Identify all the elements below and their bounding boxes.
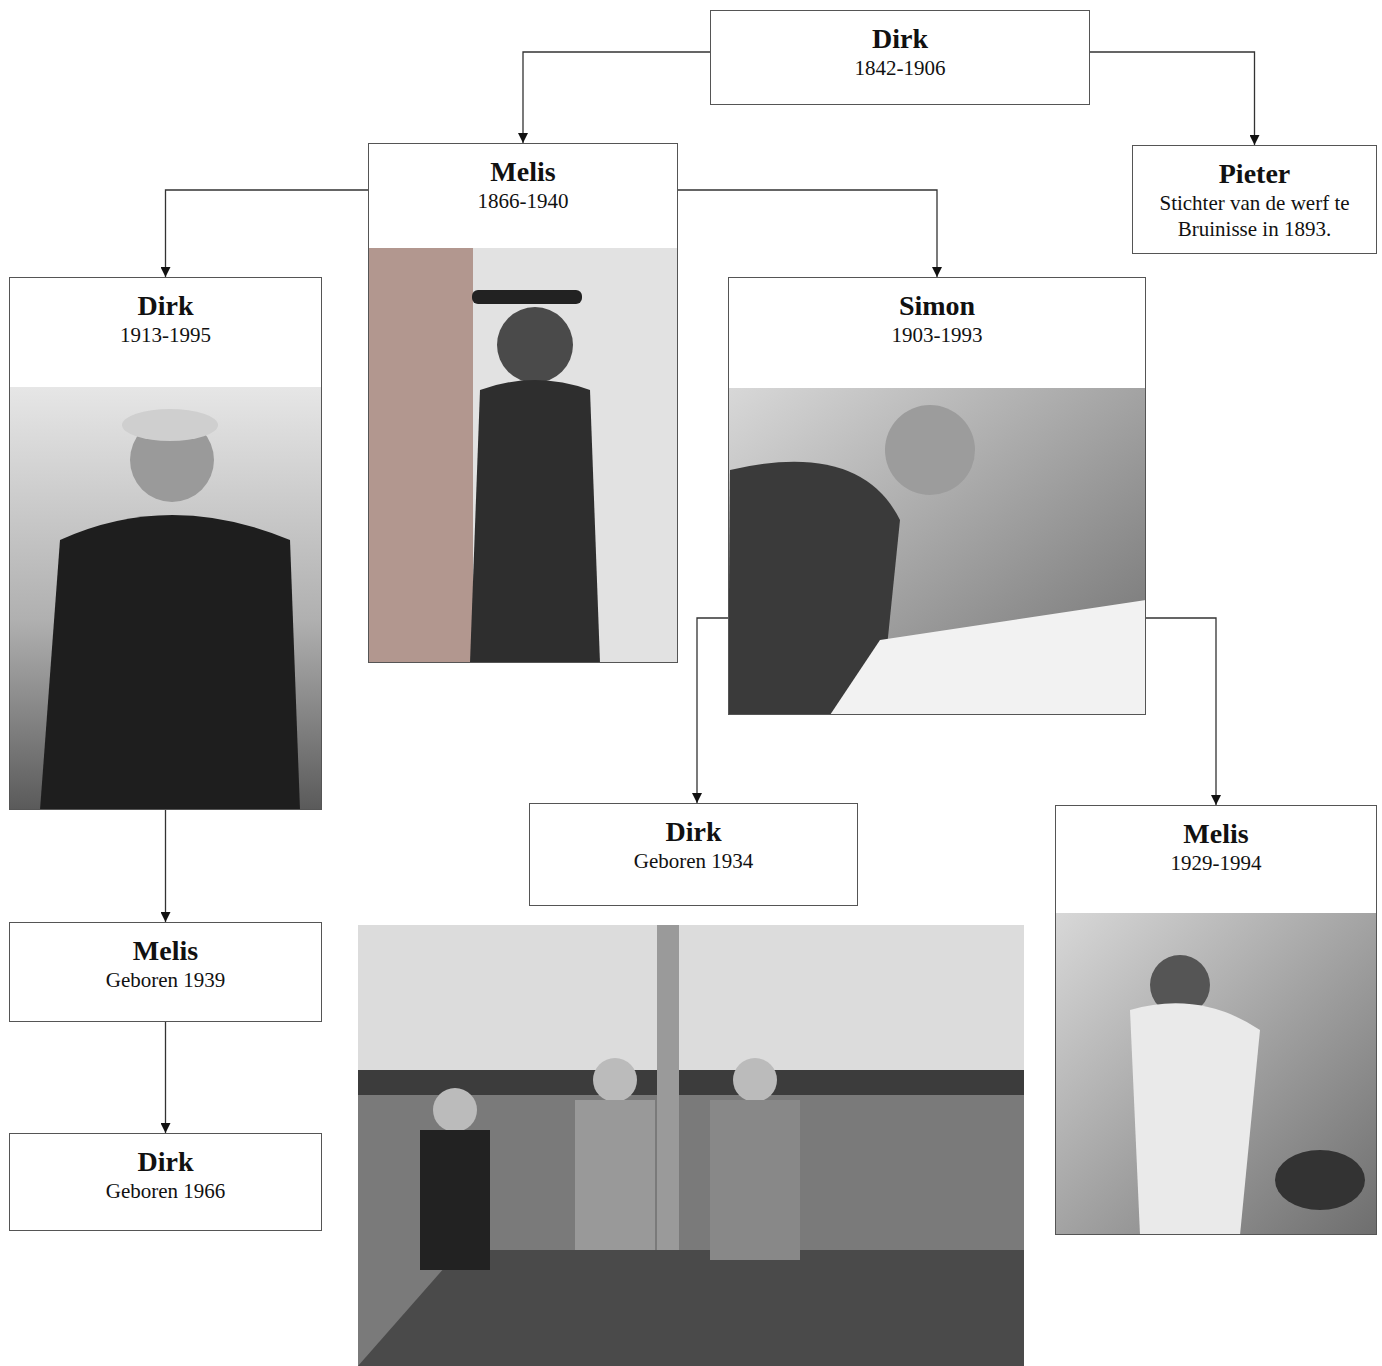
person-dates: 1913-1995 <box>10 322 321 348</box>
person-name: Pieter <box>1133 158 1376 190</box>
family-arrow <box>1090 52 1255 145</box>
person-dates: 1866-1940 <box>369 188 677 214</box>
person-name: Simon <box>729 290 1145 322</box>
person-box: DirkGeboren 1966 <box>9 1133 322 1231</box>
person-name: Melis <box>10 935 321 967</box>
photo <box>358 925 1024 1366</box>
person-name: Melis <box>369 156 677 188</box>
person-dates: 1903-1993 <box>729 322 1145 348</box>
person-box: PieterStichter van de werf te Bruinisse … <box>1132 145 1377 254</box>
family-arrow <box>678 190 937 277</box>
person-box: Dirk1913-1995 <box>9 277 322 810</box>
person-box: DirkGeboren 1934 <box>529 803 858 906</box>
family-arrow <box>523 52 710 143</box>
family-arrow <box>166 190 369 277</box>
family-arrow <box>165 1022 166 1133</box>
person-name: Melis <box>1056 818 1376 850</box>
person-box: Melis1866-1940 <box>368 143 678 663</box>
family-arrow <box>697 618 728 803</box>
person-dates: Geboren 1939 <box>10 967 321 993</box>
person-name: Dirk <box>711 23 1089 55</box>
person-box: Simon1903-1993 <box>728 277 1146 715</box>
person-box: Dirk1842-1906 <box>710 10 1090 105</box>
photo <box>1055 913 1377 1235</box>
person-name: Dirk <box>10 1146 321 1178</box>
person-dates: 1929-1994 <box>1056 850 1376 876</box>
photo <box>9 387 322 810</box>
person-name: Dirk <box>10 290 321 322</box>
photo <box>368 248 678 663</box>
person-box: MelisGeboren 1939 <box>9 922 322 1022</box>
person-name: Dirk <box>530 816 857 848</box>
person-dates: 1842-1906 <box>711 55 1089 81</box>
family-arrow <box>1146 618 1216 805</box>
person-dates: Stichter van de werf te Bruinisse in 189… <box>1133 190 1376 242</box>
photo <box>728 388 1146 715</box>
person-dates: Geboren 1966 <box>10 1178 321 1204</box>
person-dates: Geboren 1934 <box>530 848 857 874</box>
person-box: Melis1929-1994 <box>1055 805 1377 1235</box>
family-arrow <box>165 810 166 922</box>
